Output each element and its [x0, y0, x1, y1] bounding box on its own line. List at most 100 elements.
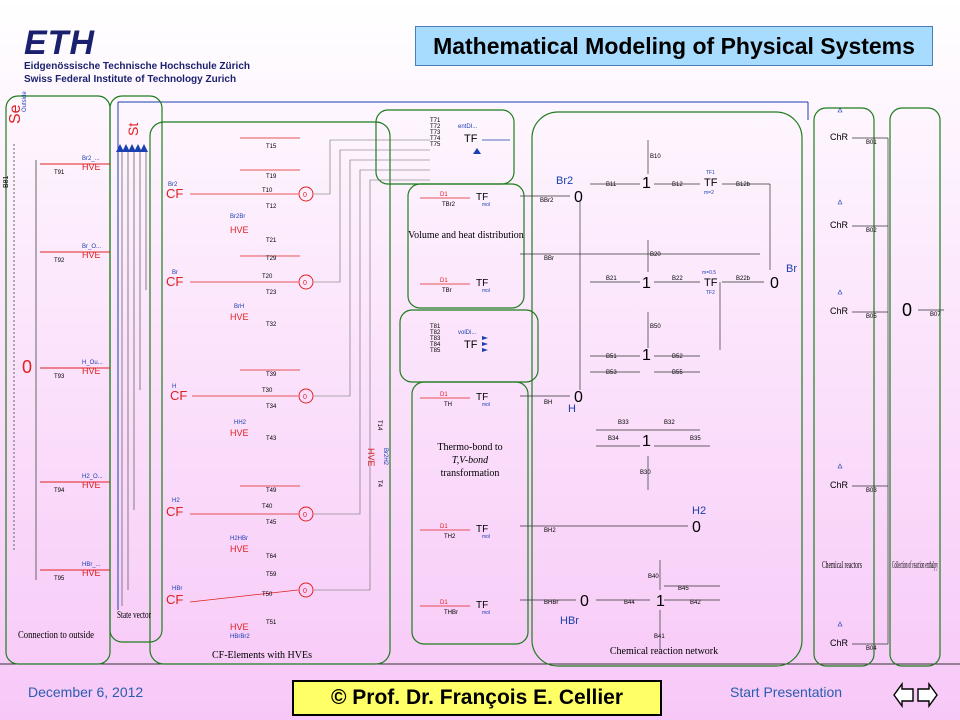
svg-text:T21: T21 — [266, 238, 277, 244]
author-box: © Prof. Dr. François E. Cellier — [292, 680, 662, 716]
svg-text:T45: T45 — [266, 520, 277, 526]
svg-text:T32: T32 — [266, 322, 277, 328]
collection-column: 0 B07 Collection of reaction enthalpy — [887, 138, 944, 644]
svg-text:entDI...: entDI... — [458, 124, 478, 130]
svg-text:HVE: HVE — [366, 448, 376, 467]
svg-text:Br_O...: Br_O... — [82, 244, 101, 250]
svg-text:T10: T10 — [262, 188, 273, 194]
svg-text:H: H — [172, 384, 176, 390]
svg-text:B12b: B12b — [736, 182, 751, 188]
svg-text:T51: T51 — [266, 620, 277, 626]
start-presentation-link[interactable]: Start Presentation — [730, 684, 843, 700]
svg-text:THBr: THBr — [444, 610, 458, 616]
outside-label: Connection to outside — [18, 630, 94, 641]
svg-text:T34: T34 — [266, 404, 277, 410]
vol-tf-br: D1 TF mol TBr — [420, 278, 490, 294]
svg-text:HVE: HVE — [230, 312, 249, 322]
svg-text:T81: T81 — [430, 324, 441, 330]
svg-text:T39: T39 — [266, 372, 277, 378]
svg-text:TH2: TH2 — [444, 534, 456, 540]
collection-zero: 0 — [902, 300, 912, 320]
svg-text:CF: CF — [170, 388, 187, 403]
svg-text:CF: CF — [166, 504, 183, 519]
svg-text:volDi...: volDi... — [458, 330, 477, 336]
nav-back-icon[interactable] — [893, 682, 915, 708]
svg-text:HBrBr2: HBrBr2 — [230, 634, 250, 640]
group-volume — [407, 183, 525, 309]
svg-text:HVE: HVE — [82, 366, 101, 376]
svg-text:B32: B32 — [664, 420, 675, 426]
left-hve-rows: Br2_... HVE T91 Br_O... HVE T92 H_Ou... … — [40, 156, 110, 582]
svg-text:D1: D1 — [440, 524, 448, 530]
volume-label-1: Volume and heat distribution — [408, 230, 524, 241]
svg-text:T30: T30 — [262, 388, 273, 394]
thermo-tf-hbr: D1 TF mol THBr — [420, 600, 490, 616]
thermo-tf-h2: D1 TF mol TH2 — [420, 524, 490, 540]
svg-text:T29: T29 — [266, 256, 277, 262]
svg-text:ChR: ChR — [830, 638, 849, 648]
eth-logo-mark: ETH — [24, 24, 95, 62]
svg-text:TF: TF — [464, 339, 478, 351]
eth-logo: ETH Eidgenössische Technische Hochschule… — [24, 26, 250, 86]
svg-text:B42: B42 — [690, 600, 701, 606]
group-tf-top — [375, 109, 515, 185]
svg-text:BH: BH — [544, 400, 552, 406]
svg-text:TF: TF — [476, 192, 488, 203]
svg-text:Br2: Br2 — [556, 175, 573, 187]
cf-interconnect — [314, 139, 430, 591]
thermo-label-2: T,V-bond — [452, 455, 489, 466]
group-thermo — [411, 381, 529, 645]
svg-text:HBr: HBr — [172, 586, 182, 592]
group-state — [109, 95, 163, 643]
svg-text:ChR: ChR — [830, 480, 849, 490]
svg-text:m=0.5: m=0.5 — [702, 270, 716, 276]
svg-text:B50: B50 — [650, 324, 661, 330]
svg-text:0: 0 — [303, 192, 307, 199]
net-br2: Br2 0 BBr2 — [520, 175, 583, 206]
svg-text:CF: CF — [166, 592, 183, 607]
net-h2: H2 0 BH2 — [520, 505, 706, 536]
nav-forward-icon[interactable] — [916, 682, 938, 708]
svg-text:BH2: BH2 — [544, 528, 556, 534]
svg-text:HBr: HBr — [560, 615, 579, 627]
svg-text:TF: TF — [704, 277, 718, 289]
svg-text:HBr_...: HBr_... — [82, 562, 101, 568]
svg-text:BBr2: BBr2 — [540, 198, 554, 204]
svg-text:B34: B34 — [608, 436, 619, 442]
svg-text:T83: T83 — [430, 336, 441, 342]
svg-text:TF: TF — [476, 600, 488, 611]
svg-text:B33: B33 — [618, 420, 629, 426]
svg-text:T72: T72 — [430, 124, 441, 130]
svg-text:TF: TF — [476, 392, 488, 403]
svg-text:D1: D1 — [440, 392, 448, 398]
vol-tf-br2: D1 TF mol TBr2 — [420, 192, 490, 208]
svg-text:1: 1 — [642, 433, 651, 450]
svg-text:T75: T75 — [430, 142, 441, 148]
reactor-4: ChR B03 — [830, 463, 888, 494]
svg-text:D1: D1 — [440, 278, 448, 284]
svg-text:Br: Br — [172, 270, 178, 276]
svg-text:B53: B53 — [606, 370, 617, 376]
tf-top-block: T71 T72 T73 T74 T75 entDI... TF — [430, 118, 510, 154]
svg-text:B12: B12 — [672, 182, 683, 188]
svg-text:BHBr: BHBr — [544, 600, 558, 606]
svg-text:T73: T73 — [430, 130, 441, 136]
reactors-label: Chemical reactors — [822, 560, 862, 571]
svg-text:ChR: ChR — [830, 306, 849, 316]
svg-text:T15: T15 — [266, 144, 277, 150]
svg-text:T19: T19 — [266, 174, 277, 180]
svg-text:B03: B03 — [866, 488, 877, 494]
svg-text:0: 0 — [303, 394, 307, 401]
svg-text:T85: T85 — [430, 348, 441, 354]
svg-text:B55: B55 — [672, 370, 683, 376]
svg-text:1: 1 — [656, 593, 665, 610]
svg-text:T20: T20 — [262, 274, 273, 280]
se-sub-label: Outside — [22, 91, 28, 112]
svg-text:TBr2: TBr2 — [442, 202, 456, 208]
svg-text:B35: B35 — [690, 436, 701, 442]
svg-text:mol: mol — [482, 534, 490, 540]
left-hve-row-4: H2_O... HVE T94 — [40, 474, 110, 494]
left-hve-row-5: HBr_... HVE T95 — [40, 562, 110, 582]
left-zero-junction: 0 — [22, 357, 32, 377]
svg-text:HVE: HVE — [230, 622, 249, 632]
